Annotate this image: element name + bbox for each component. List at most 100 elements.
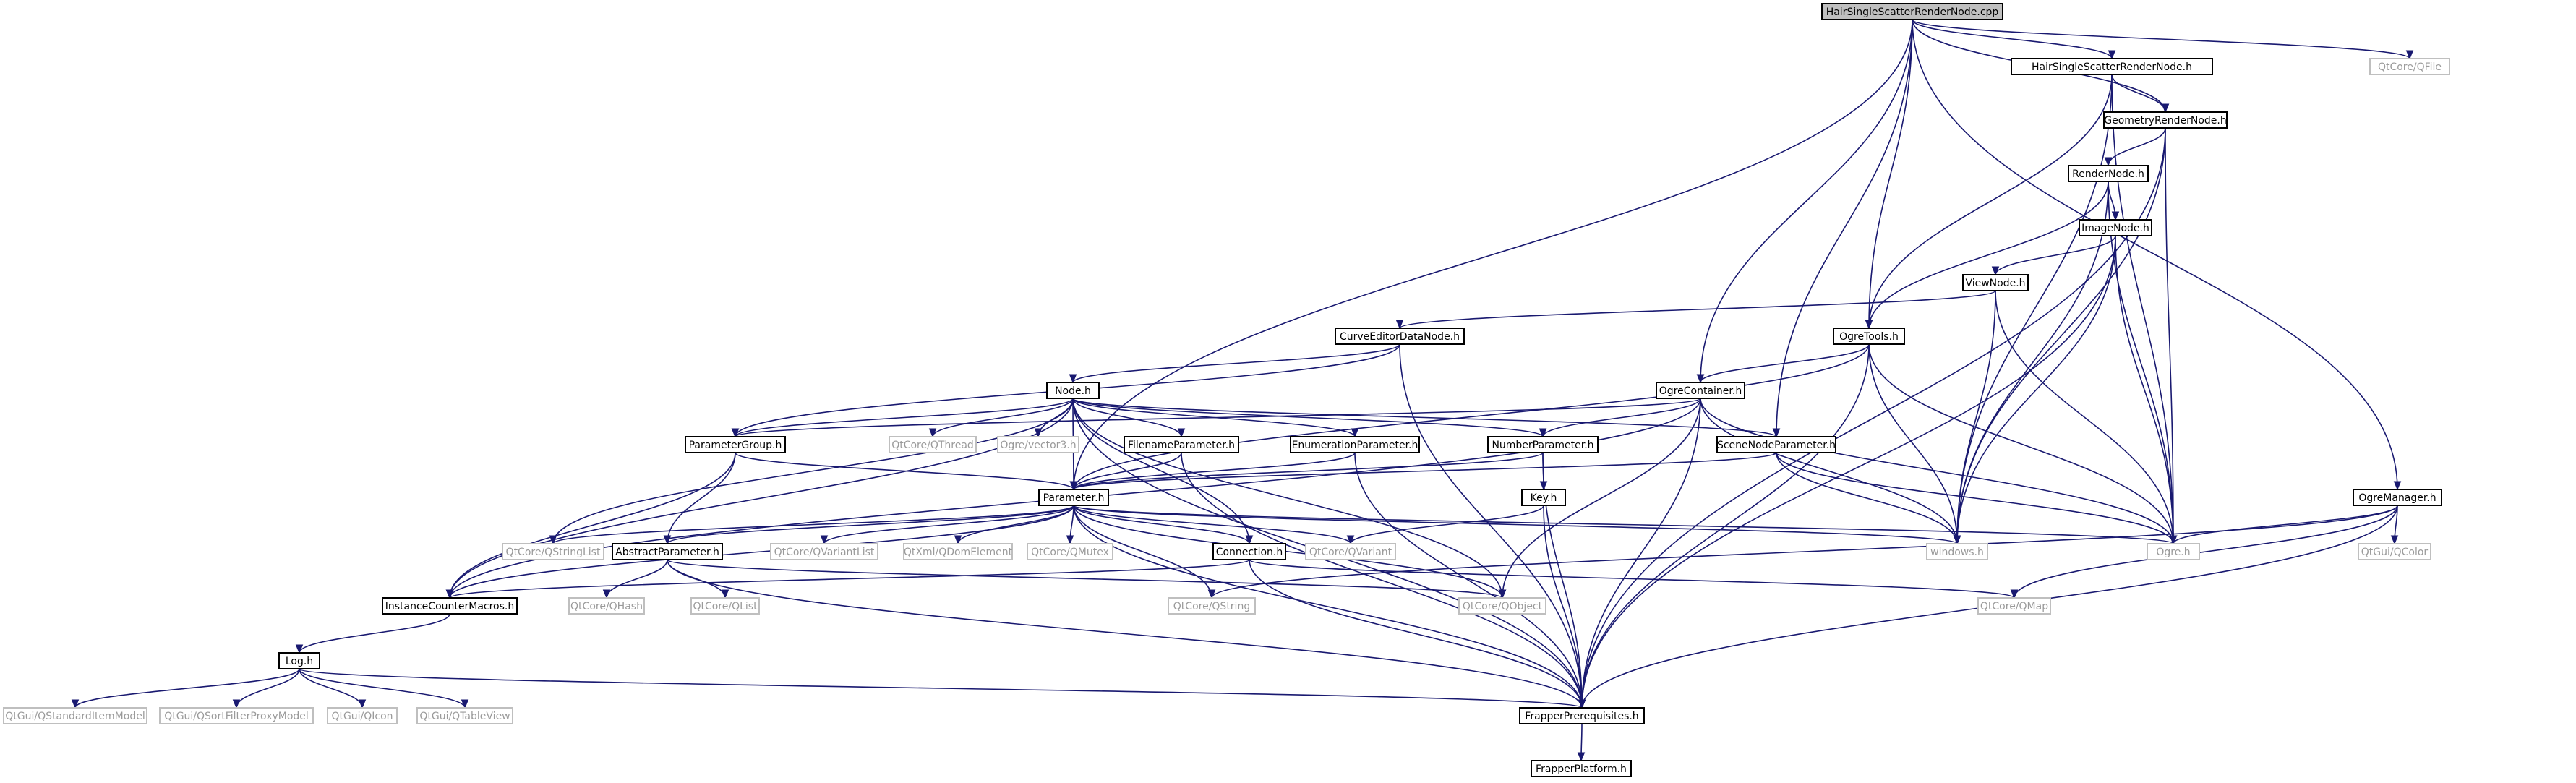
edge-oc-to-qobject: [1502, 398, 1701, 599]
node-vn[interactable]: ViewNode.h: [1962, 274, 2029, 291]
edge-rn-to-win: [1956, 181, 2109, 544]
node-log[interactable]: Log.h: [278, 652, 320, 669]
node-box: [1716, 436, 1836, 453]
node-label: OgreManager.h: [2358, 492, 2436, 504]
edge-log-to-fpre: [299, 668, 1583, 709]
node-rn[interactable]: RenderNode.h: [2068, 165, 2149, 182]
arrowhead-ap-to-qhash: [602, 589, 611, 599]
node-cedn[interactable]: CurveEditorDataNode.h: [1335, 328, 1465, 345]
node-np[interactable]: NumberParameter.h: [1487, 436, 1599, 453]
edge-om-to-ogre: [2173, 505, 2398, 544]
node-param[interactable]: Parameter.h: [1038, 489, 1109, 506]
edge-key-to-fpre: [1543, 505, 1583, 709]
node-grn[interactable]: GeometryRenderNode.h: [2103, 111, 2228, 129]
edge-param-to-qvar: [1073, 505, 1351, 544]
node-hsrn[interactable]: HairSingleScatterRenderNode.h: [2011, 58, 2213, 75]
edge-oc-to-ogre: [1700, 398, 2174, 544]
node-qtv: QtGui/QTableView: [416, 707, 513, 724]
node-label: QtGui/QTableView: [419, 711, 510, 722]
arrowhead-param-to-qvar: [1346, 535, 1355, 545]
node-label: OgreContainer.h: [1659, 385, 1742, 397]
node-ap[interactable]: AbstractParameter.h: [612, 543, 723, 560]
node-box: [1290, 436, 1420, 453]
arrowhead-ap-to-qobject: [1498, 589, 1507, 599]
node-ep[interactable]: EnumerationParameter.h: [1290, 436, 1420, 453]
node-box: [2147, 543, 2200, 560]
node-ot[interactable]: OgreTools.h: [1833, 328, 1905, 345]
node-pg[interactable]: ParameterGroup.h: [685, 436, 786, 453]
edge-param-to-qstring: [1073, 505, 1212, 599]
node-label: RenderNode.h: [2072, 168, 2144, 180]
node-label: QtCore/QVariantList: [774, 547, 875, 558]
node-box: [1962, 274, 2029, 291]
edge-param-to-ap: [667, 505, 1074, 544]
edge-imn-to-win: [1956, 235, 2116, 544]
edge-root-to-snp: [1776, 19, 1913, 437]
node-box: [382, 597, 518, 615]
arrowhead-node-to-ep: [1351, 428, 1359, 438]
edge-ap-to-fpre: [667, 559, 1583, 709]
node-box: [2068, 165, 2149, 182]
node-icm[interactable]: InstanceCounterMacros.h: [382, 597, 518, 615]
node-box: [1046, 382, 1100, 399]
arrowhead-root-to-hsrn: [2108, 50, 2116, 60]
edge-ot-to-param: [1073, 343, 1870, 490]
node-fplat[interactable]: FrapperPlatform.h: [1531, 760, 1632, 777]
arrowhead-param-to-qdom: [954, 535, 962, 545]
node-oc[interactable]: OgreContainer.h: [1656, 382, 1745, 399]
edge-param-to-ogre: [1073, 505, 2174, 544]
edge-param-to-conn: [1073, 505, 1250, 544]
edge-np-to-param: [1073, 452, 1544, 490]
node-label: CurveEditorDataNode.h: [1340, 331, 1460, 343]
node-label: EnumerationParameter.h: [1292, 440, 1418, 451]
node-snp[interactable]: SceneNodeParameter.h: [1716, 436, 1836, 453]
edge-pg-to-param: [735, 452, 1074, 490]
edge-oc-to-fpre: [1581, 398, 1701, 709]
node-fp[interactable]: FilenameParameter.h: [1124, 436, 1239, 453]
edge-node-to-qsl: [552, 398, 1074, 544]
node-label: QtCore/QFile: [2378, 61, 2442, 73]
node-imn[interactable]: ImageNode.h: [2079, 219, 2152, 236]
arrowhead-log-to-qsim: [71, 699, 80, 709]
node-box: [1458, 597, 1546, 615]
node-label: InstanceCounterMacros.h: [385, 601, 514, 612]
node-qlist: QtCore/QList: [690, 597, 760, 615]
node-box: [1833, 328, 1905, 345]
edge-ot-to-win: [1868, 343, 1958, 544]
node-box: [278, 652, 320, 669]
node-box: [327, 707, 398, 724]
node-label: Ogre.h: [2156, 547, 2190, 558]
node-conn[interactable]: Connection.h: [1212, 543, 1286, 560]
node-label: HairSingleScatterRenderNode.h: [2032, 61, 2192, 73]
arrowhead-param-to-conn: [1245, 535, 1254, 545]
node-qicon: QtGui/QIcon: [327, 707, 398, 724]
node-label: QtGui/QIcon: [331, 711, 393, 722]
node-fpre[interactable]: FrapperPrerequisites.h: [1519, 707, 1645, 724]
edge-pg-to-ap: [667, 452, 736, 544]
node-box: [612, 543, 723, 560]
edge-param-to-fpre: [1073, 505, 1583, 709]
arrowhead-node-to-pg: [731, 428, 740, 438]
node-box: [1977, 597, 2051, 615]
node-key[interactable]: Key.h: [1521, 489, 1566, 506]
edge-vn-to-win: [1956, 290, 1996, 544]
node-label: Log.h: [286, 656, 313, 667]
edge-conn-to-qmap: [1249, 559, 2015, 599]
edge-node-to-qobject: [1072, 398, 1503, 599]
arrowhead-node-to-snp: [1772, 428, 1781, 438]
node-om[interactable]: OgreManager.h: [2353, 489, 2442, 506]
node-box: [1926, 543, 1988, 560]
node-label: SceneNodeParameter.h: [1717, 440, 1836, 451]
edge-root-to-hsrn: [1912, 19, 2113, 59]
node-node[interactable]: Node.h: [1046, 382, 1100, 399]
node-label: OgreTools.h: [1839, 331, 1899, 343]
edge-hsrn-to-win: [1956, 74, 2113, 544]
node-box: [1168, 597, 1256, 615]
arrowhead-imn-to-vn: [1991, 266, 2000, 276]
node-root[interactable]: HairSingleScatterRenderNode.cpp: [1821, 3, 2003, 20]
node-qmap: QtCore/QMap: [1977, 597, 2051, 615]
node-label: HairSingleScatterRenderNode.cpp: [1826, 7, 1999, 18]
arrowhead-cedn-to-node: [1069, 374, 1077, 384]
arrowhead-rn-to-ot: [1865, 320, 1873, 330]
